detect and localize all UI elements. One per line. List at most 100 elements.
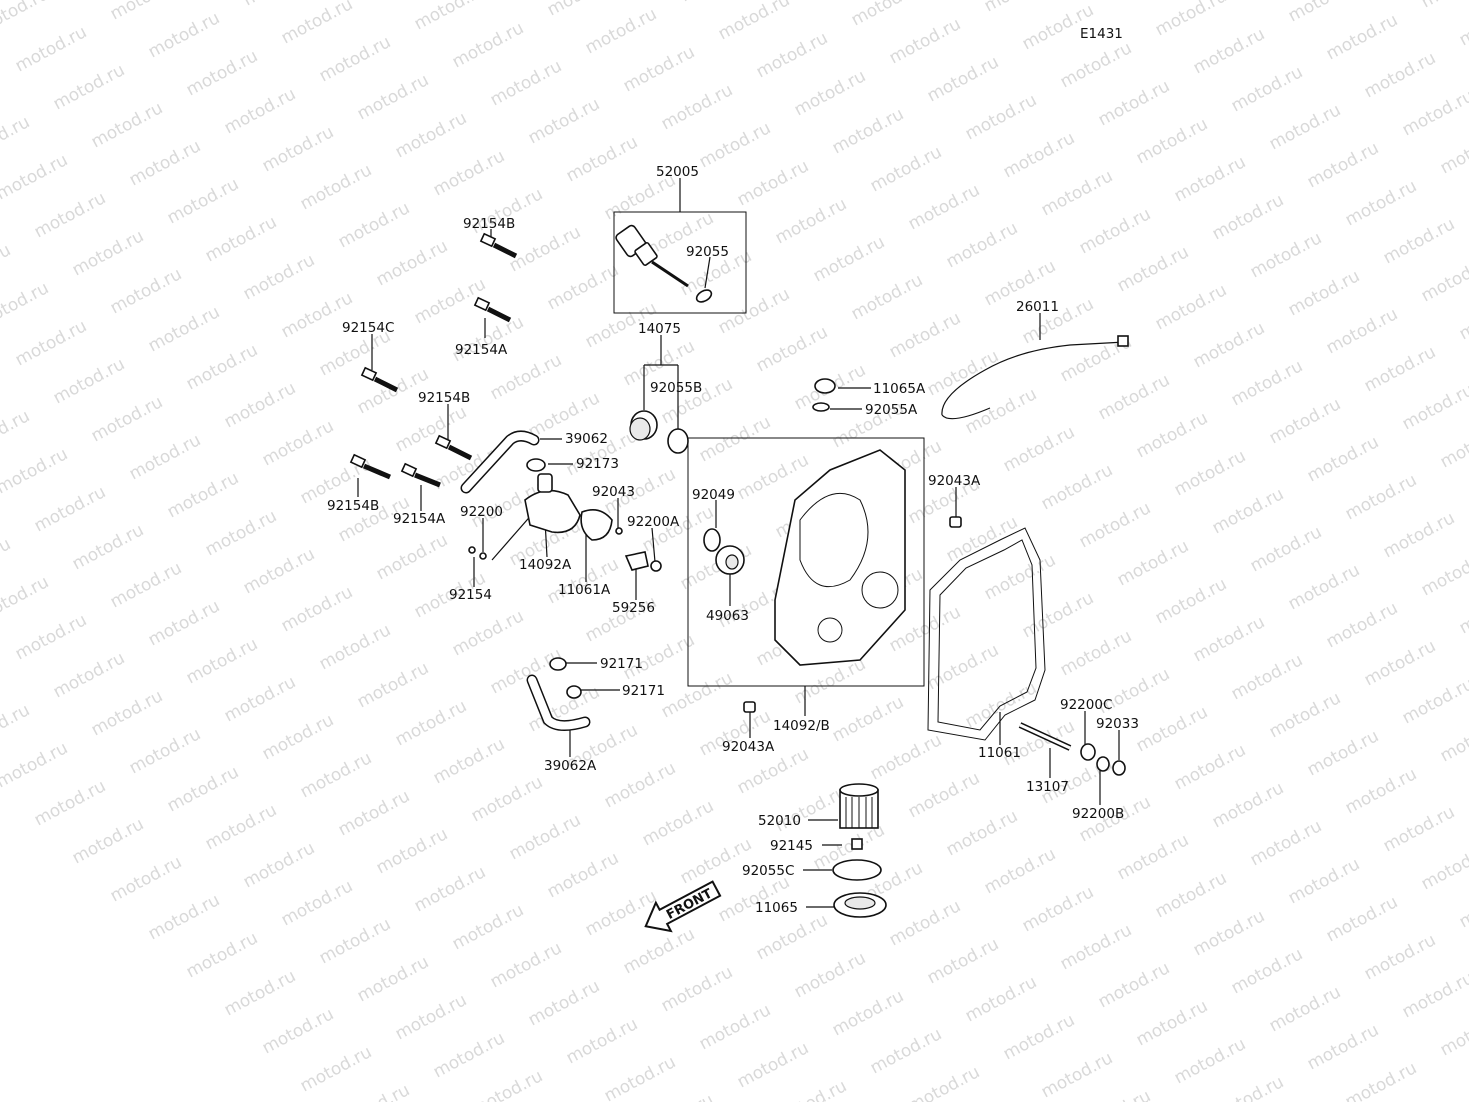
watermark-text: motod.ru (31, 188, 109, 242)
watermark-text: motod.ru (259, 122, 337, 176)
watermark-text: motod.ru (411, 0, 489, 34)
watermark-text: motod.ru (1342, 470, 1420, 524)
watermark-text: motod.ru (734, 156, 812, 210)
watermark-text: motod.ru (354, 952, 432, 1006)
watermark-text: motod.ru (335, 1080, 413, 1102)
watermark-text: motod.ru (1209, 190, 1287, 244)
watermark-text: motod.ru (1190, 906, 1268, 960)
watermark-text: motod.ru (1133, 996, 1211, 1050)
watermark-text: motod.ru (1133, 702, 1211, 756)
watermark-text: motod.ru (354, 70, 432, 124)
watermark-text: motod.ru (924, 640, 1002, 694)
crankcase-cover-14092b-drawing (774, 449, 906, 666)
watermark-text: motod.ru (1418, 546, 1469, 600)
watermark-text: motod.ru (905, 768, 983, 822)
part-label-92055a: 92055A (865, 402, 918, 418)
watermark-text: motod.ru (620, 42, 698, 96)
watermark-text: motod.ru (1095, 76, 1173, 130)
part-label-92033: 92033 (1096, 716, 1139, 732)
part-label-92200a: 92200A (627, 514, 680, 530)
part-label-92043: 92043 (592, 484, 635, 500)
right-cover-assembly-box (687, 437, 925, 687)
watermark-text: motod.ru (829, 986, 907, 1040)
watermark-text: motod.ru (734, 1038, 812, 1092)
watermark-text: motod.ru (164, 174, 242, 228)
watermark-text: motod.ru (1171, 152, 1249, 206)
part-label-52005: 52005 (656, 164, 699, 180)
watermark-text: motod.ru (867, 730, 945, 784)
watermark-text: motod.ru (278, 0, 356, 48)
watermark-text: motod.ru (1171, 446, 1249, 500)
watermark-text: motod.ru (1380, 508, 1458, 562)
watermark-text: motod.ru (31, 482, 109, 536)
o-ring-92055b-drawing (667, 428, 689, 454)
leader-lines (357, 178, 1120, 908)
watermark-text: motod.ru (829, 104, 907, 158)
watermark-text: motod.ru (1209, 1072, 1287, 1102)
part-label-92154a-top: 92154A (455, 342, 508, 358)
watermark-text: motod.ru (50, 60, 128, 114)
watermark-text: motod.ru (1361, 342, 1439, 396)
watermark-text: motod.ru (126, 136, 204, 190)
part-label-92043a-bottom: 92043A (722, 739, 775, 755)
watermark-text: motod.ru (88, 392, 166, 446)
watermark-text: motod.ru (1266, 688, 1344, 742)
watermark-text: motod.ru (0, 278, 52, 332)
clamp-92171-lower-drawing (566, 685, 582, 699)
watermark-text: motod.ru (0, 572, 52, 626)
watermark-text: motod.ru (278, 876, 356, 930)
watermark-text: motod.ru (107, 558, 185, 612)
wire-harness-26011-drawing (941, 341, 1126, 416)
watermark-text: motod.ru (696, 1000, 774, 1054)
part-label-92055: 92055 (686, 244, 729, 260)
watermark-text: motod.ru (1228, 356, 1306, 410)
watermark-text: motod.ru (582, 4, 660, 58)
watermark-text: motod.ru (1247, 522, 1325, 576)
watermark-text: motod.ru (943, 806, 1021, 860)
watermark-text: motod.ru (202, 800, 280, 854)
watermark-text: motod.ru (525, 976, 603, 1030)
part-label-92043a-right: 92043A (928, 473, 981, 489)
gasket-11061a-drawing (580, 509, 613, 541)
watermark-text: motod.ru (1304, 432, 1382, 486)
part-label-92154b-bottom: 92154B (327, 498, 379, 514)
watermark-text: motod.ru (69, 520, 147, 574)
pump-cover-14092a-drawing (524, 489, 581, 534)
watermark-text: motod.ru (1437, 124, 1469, 178)
watermark-text: motod.ru (50, 648, 128, 702)
watermark-text: motod.ru (1019, 588, 1097, 642)
watermark-text: motod.ru (563, 1014, 641, 1068)
watermark-text: motod.ru (1038, 1048, 1116, 1102)
part-label-92049: 92049 (692, 487, 735, 503)
watermark-text: motod.ru (829, 692, 907, 746)
watermark-text: motod.ru (1361, 930, 1439, 984)
watermark-text: motod.ru (924, 52, 1002, 106)
watermark-text: motod.ru (1152, 280, 1230, 334)
watermark-text: motod.ru (848, 270, 926, 324)
part-label-92154: 92154 (449, 587, 492, 603)
washer-92200c-drawing (1080, 743, 1096, 761)
watermark-text: motod.ru (1247, 816, 1325, 870)
part-label-26011: 26011 (1016, 299, 1059, 315)
watermark-text: motod.ru (1190, 24, 1268, 78)
watermark-text: motod.ru (487, 350, 565, 404)
watermark-text: motod.ru (1285, 0, 1363, 26)
part-label-11061a: 11061A (558, 582, 611, 598)
watermark-text: motod.ru (1285, 266, 1363, 320)
watermark-text: motod.ru (69, 814, 147, 868)
watermark-text: motod.ru (1171, 740, 1249, 794)
watermark-text: motod.ru (221, 378, 299, 432)
oil-dipstick-drawing (615, 224, 689, 288)
watermark-text: motod.ru (221, 672, 299, 726)
watermark-text: motod.ru (449, 900, 527, 954)
watermark-text: motod.ru (487, 56, 565, 110)
watermark-text: motod.ru (658, 962, 736, 1016)
watermark-text: motod.ru (620, 924, 698, 978)
o-ring-92055c-drawing (832, 859, 882, 881)
watermark-text: motod.ru (1361, 636, 1439, 690)
watermark-text: motod.ru (107, 264, 185, 318)
watermark-text: motod.ru (1057, 626, 1135, 680)
watermark-text: motod.ru (1418, 0, 1469, 12)
watermark-text: motod.ru (848, 0, 926, 30)
